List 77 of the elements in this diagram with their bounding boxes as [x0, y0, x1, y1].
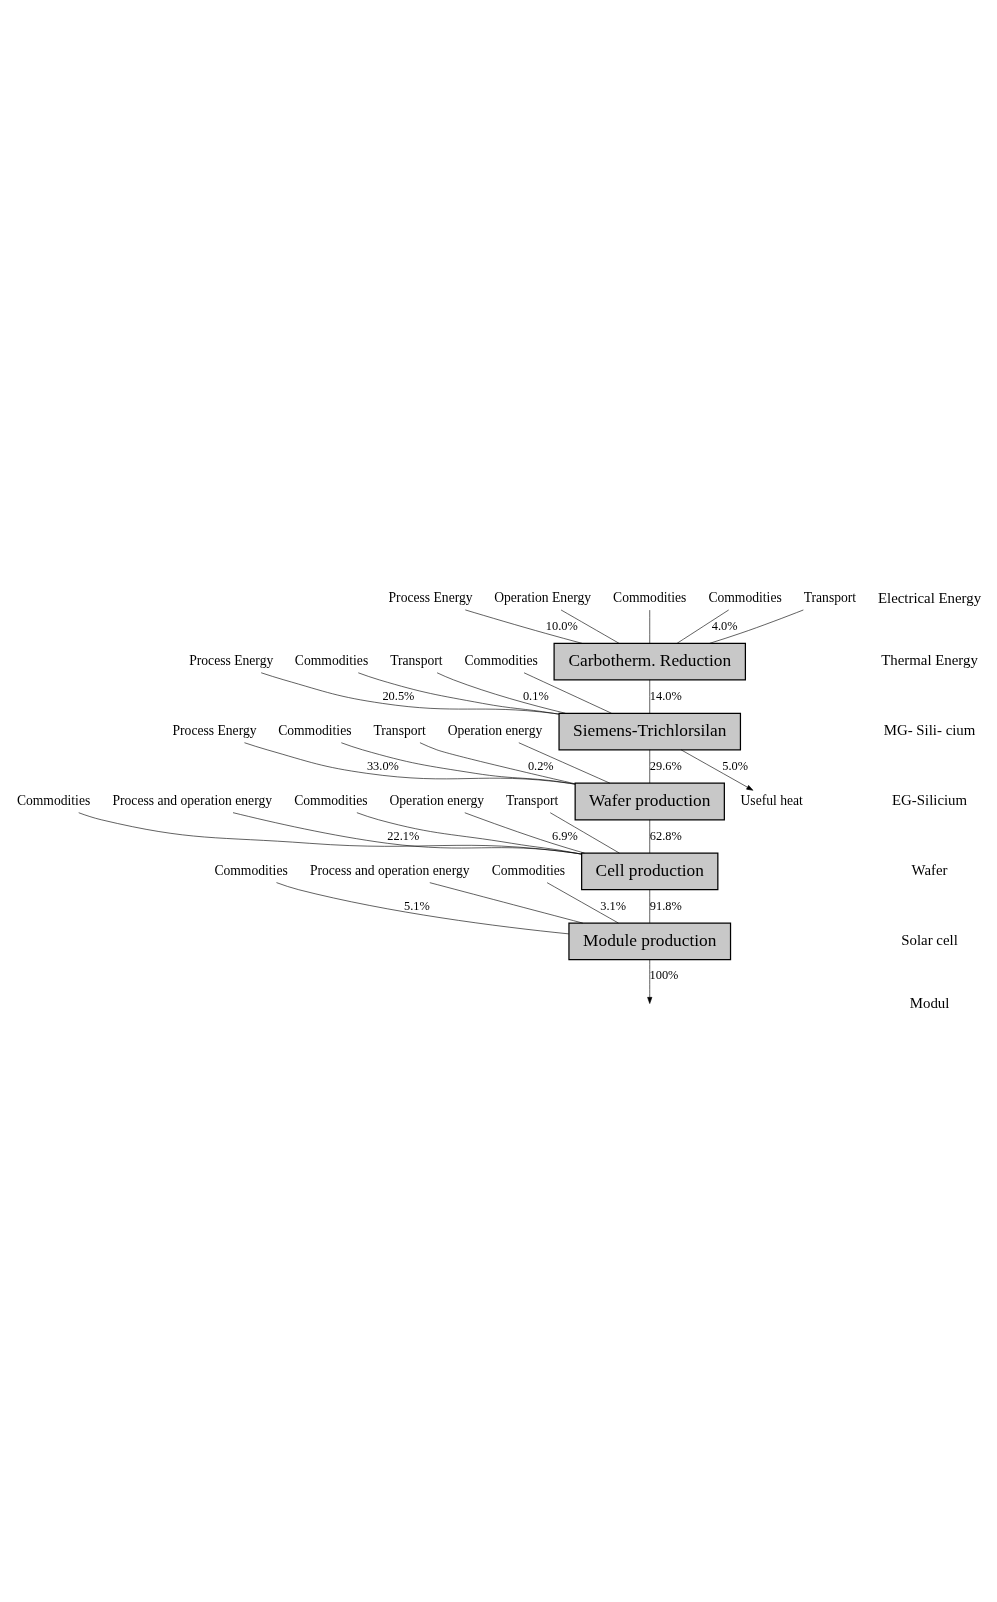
edge-label: 0.1%	[522, 688, 549, 703]
edge-label: 33.0%	[366, 758, 399, 773]
node-text: Operation energy	[388, 792, 484, 808]
node-box: Module production	[567, 922, 731, 960]
connector	[523, 672, 612, 714]
connector	[708, 609, 804, 644]
edge-label: 0.2%	[527, 758, 554, 773]
edge-label: 14.0%	[649, 688, 682, 703]
connector	[676, 609, 729, 644]
node-text: Process and operation energy	[111, 792, 272, 808]
connector	[357, 672, 559, 715]
connector	[648, 679, 650, 713]
node-text: Transport	[803, 589, 856, 605]
node-text: Commodities	[277, 722, 351, 738]
edge-label: 20.5%	[381, 688, 414, 703]
connector	[463, 811, 585, 853]
edge-label: 10.0%	[545, 618, 578, 633]
node-text: Process Energy	[188, 652, 273, 668]
node-text: Transport	[389, 652, 443, 668]
node-box: Carbotherm. Reduction	[553, 642, 746, 680]
edge-label: 62.8%	[649, 828, 682, 843]
edge-label: 100%	[649, 967, 678, 982]
edge-label: 29.6%	[649, 758, 682, 773]
connector	[518, 741, 610, 783]
connector	[648, 609, 650, 643]
connector	[243, 741, 575, 784]
connector	[77, 811, 582, 854]
connector	[549, 811, 620, 853]
node-box: Siemens-Trichlorsilan	[557, 712, 741, 750]
connector	[419, 741, 575, 784]
connector	[260, 671, 559, 714]
label: Thermal Energy	[880, 651, 978, 668]
edge-label: 5.1%	[403, 898, 430, 913]
arrow	[680, 749, 753, 791]
node-text: Commodities	[294, 652, 368, 668]
node-text: Transport	[505, 792, 558, 808]
edge-label: 91.8%	[649, 898, 682, 913]
connector	[232, 811, 582, 854]
node-text: Commodities	[707, 589, 782, 605]
node-text: Process Energy	[388, 589, 473, 605]
node-box: Wafer production	[574, 782, 725, 820]
label: MG- Sili- cium	[883, 721, 975, 738]
edge-label: 4.0%	[711, 618, 738, 633]
label: Wafer	[911, 861, 948, 878]
node-text: Commodities	[491, 862, 565, 878]
node-text: Process Energy	[172, 722, 257, 738]
node-text: Commodities	[16, 792, 90, 808]
arrow	[646, 958, 652, 1004]
node-text: Commodities	[293, 792, 368, 808]
edge-label: 22.1%	[386, 828, 419, 843]
node-text: Useful heat	[740, 792, 803, 808]
connector	[275, 881, 569, 934]
label: EG-Silicium	[891, 791, 967, 808]
connector	[356, 811, 582, 855]
label: Electrical Energy	[877, 589, 981, 606]
node-text: Transport	[372, 722, 426, 738]
connector	[560, 609, 619, 644]
label: Solar cell	[900, 931, 958, 948]
node-box: Cell production	[580, 852, 718, 890]
connector	[648, 888, 650, 923]
label: Modul	[909, 994, 949, 1011]
connector	[429, 881, 583, 923]
node-text: Process and operation energy	[309, 862, 470, 878]
edge-label: 5.0%	[721, 758, 748, 773]
edge-label: 3.1%	[599, 898, 626, 913]
connector	[340, 741, 575, 784]
node-text: Operation Energy	[493, 589, 591, 605]
connector	[648, 819, 650, 853]
node-text: Commodities	[463, 652, 538, 668]
connector	[546, 881, 619, 923]
node-text: Commodities	[612, 589, 686, 605]
node-text: Operation energy	[447, 722, 542, 738]
node-text: Commodities	[213, 862, 288, 878]
connector	[464, 609, 582, 644]
connector	[648, 749, 650, 783]
edge-label: 6.9%	[551, 828, 578, 843]
connector	[436, 671, 566, 714]
